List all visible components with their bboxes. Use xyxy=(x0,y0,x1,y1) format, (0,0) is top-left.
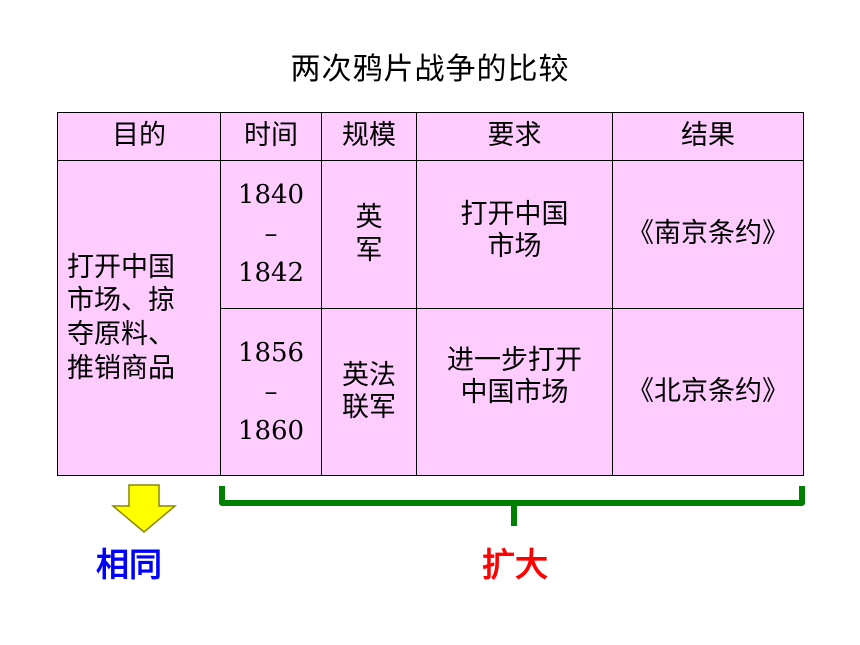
scale-cell: 英法 联军 xyxy=(321,308,417,476)
scale-line: 英 xyxy=(355,202,383,234)
time-end: 1842 xyxy=(237,258,305,288)
bracket-icon xyxy=(219,486,805,526)
purpose-line: 夺原料、 xyxy=(67,319,175,350)
page-title: 两次鸦片战争的比较 xyxy=(290,52,570,87)
time-cell: 1840 – 1842 xyxy=(220,160,322,309)
down-arrow-icon xyxy=(111,484,177,533)
same-label: 相同 xyxy=(96,545,162,584)
time-start: 1840 xyxy=(237,180,305,210)
header-time: 时间 xyxy=(220,112,322,161)
scale-line: 英法 xyxy=(342,359,396,391)
scale-line: 联军 xyxy=(342,392,396,423)
table-header-row: 目的 时间 规模 要求 结果 xyxy=(57,112,804,161)
header-result: 结果 xyxy=(612,112,804,161)
demand-cell: 进一步打开 中国市场 xyxy=(416,308,613,476)
header-scale: 规模 xyxy=(321,112,417,161)
time-end: 1860 xyxy=(237,415,305,446)
time-dash: – xyxy=(264,376,278,407)
demand-cell: 打开中国 市场 xyxy=(416,160,613,309)
header-purpose: 目的 xyxy=(57,112,221,161)
demand-line: 进一步打开 xyxy=(447,345,582,376)
time-cell: 1856 – 1860 xyxy=(220,308,322,476)
table-row: 1856 – 1860 英法 联军 进一步打开 中国市场 《北京条约》 xyxy=(58,308,804,476)
purpose-line: 打开中国 xyxy=(67,251,175,283)
scale-line: 军 xyxy=(355,234,383,266)
purpose-line: 市场、掠 xyxy=(67,285,175,317)
demand-line: 打开中国 xyxy=(460,199,569,230)
demand-line: 市场 xyxy=(487,231,542,263)
purpose-line: 推销商品 xyxy=(67,352,175,384)
expand-label: 扩大 xyxy=(482,545,548,584)
time-start: 1856 xyxy=(237,337,305,368)
header-demand: 要求 xyxy=(416,112,613,161)
result-cell: 《北京条约》 xyxy=(612,308,804,476)
purpose-cell: 打开中国 市场、掠 夺原料、 推销商品 xyxy=(57,160,221,476)
table-row: 打开中国 市场、掠 夺原料、 推销商品 1840 – 1842 英 军 打开中国… xyxy=(57,160,804,476)
comparison-table: 目的 时间 规模 要求 结果 打开中国 市场、掠 夺原料、 推销商品 1840 … xyxy=(57,112,804,476)
time-dash: – xyxy=(264,219,278,249)
scale-cell: 英 军 xyxy=(321,160,417,309)
demand-line: 中国市场 xyxy=(460,377,569,409)
result-cell: 《南京条约》 xyxy=(612,160,804,309)
